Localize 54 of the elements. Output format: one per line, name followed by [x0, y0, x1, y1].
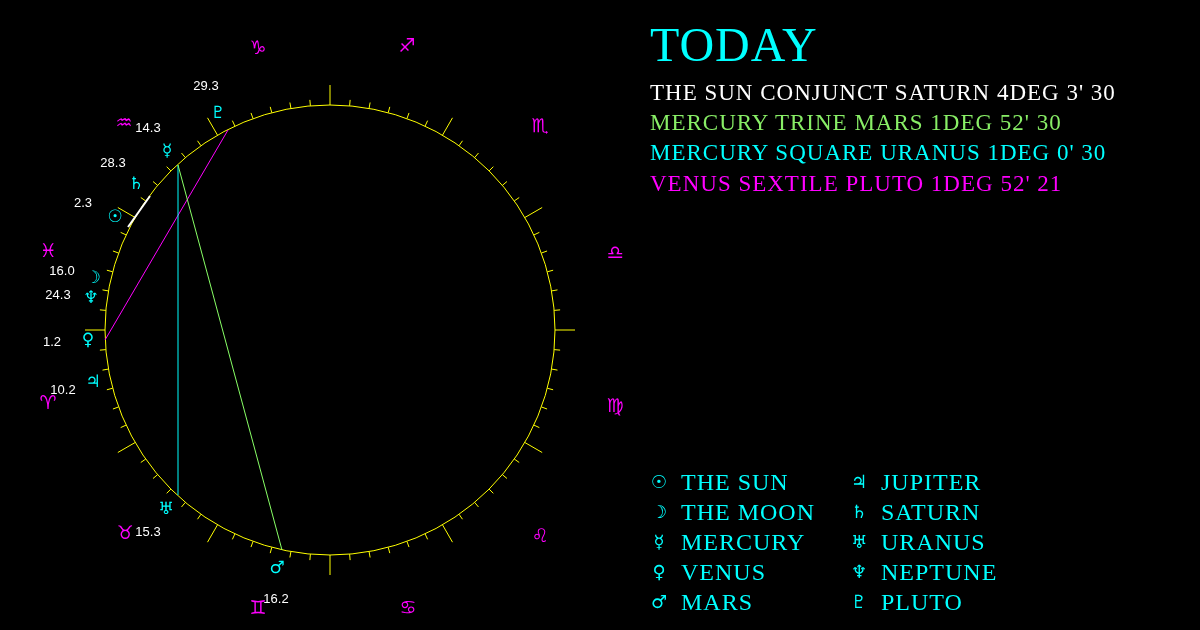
planet-symbol: ♅	[158, 499, 174, 517]
title: TODAY	[650, 21, 818, 69]
legend-symbol: ♃	[850, 473, 868, 491]
legend-text: VENUS	[681, 560, 766, 584]
degree-label: 16.0	[49, 263, 75, 277]
legend-text: THE MOON	[681, 500, 815, 524]
zodiac-symbol: ♐	[398, 35, 416, 55]
zodiac-symbol: ♎	[606, 242, 624, 262]
legend-text: MERCURY	[681, 530, 806, 554]
legend-text: SATURN	[881, 500, 981, 524]
legend-text: URANUS	[881, 530, 986, 554]
degree-label: 28.3	[100, 155, 126, 169]
legend-text: THE SUN	[681, 470, 789, 494]
zodiac-symbol: ♒	[115, 112, 133, 132]
degree-label: 16.2	[263, 591, 289, 605]
legend-symbol: ☽	[650, 503, 668, 521]
zodiac-symbol: ♍	[606, 395, 624, 415]
aspect-text: THE SUN CONJUNCT SATURN 4DEG 3' 30	[650, 80, 1116, 104]
legend-symbol: ♇	[850, 593, 868, 611]
zodiac-symbol: ♌	[531, 525, 549, 545]
zodiac-symbol: ♉	[116, 522, 134, 542]
planet-symbol: ☽	[85, 268, 101, 286]
legend-symbol: ♅	[850, 533, 868, 551]
legend-symbol: ♄	[850, 503, 868, 521]
planet-symbol: ♃	[85, 372, 101, 390]
legend-text: PLUTO	[881, 590, 963, 614]
zodiac-symbol: ♑	[249, 37, 267, 57]
legend-symbol: ♆	[850, 563, 868, 581]
legend-text: MARS	[681, 590, 754, 614]
degree-label: 1.2	[42, 334, 62, 348]
legend-symbol: ☿	[653, 533, 665, 551]
zodiac-symbol: ♋	[399, 597, 417, 617]
planet-symbol: ♇	[210, 103, 226, 121]
legend-symbol: ♂	[650, 593, 668, 611]
zodiac-symbol: ♏	[531, 115, 549, 135]
legend-symbol: ☉	[650, 473, 668, 491]
aspect-text: MERCURY SQUARE URANUS 1DEG 0' 30	[650, 140, 1107, 164]
planet-symbol: ♂	[269, 558, 285, 576]
planet-symbol: ☉	[107, 207, 123, 225]
zodiac-symbol: ♓	[39, 240, 57, 260]
degree-label: 24.3	[45, 287, 71, 301]
degree-label: 29.3	[193, 78, 219, 92]
degree-label: 2.3	[73, 195, 93, 209]
planet-symbol: ♀	[81, 330, 95, 348]
planet-symbol: ☿	[161, 141, 173, 159]
degree-label: 15.3	[135, 524, 161, 538]
aspect-text: VENUS SEXTILE PLUTO 1DEG 52' 21	[650, 171, 1063, 195]
aspect-text: MERCURY TRINE MARS 1DEG 52' 30	[650, 110, 1062, 134]
legend-symbol: ♀	[652, 563, 666, 581]
legend-text: NEPTUNE	[881, 560, 998, 584]
planet-symbol: ♆	[83, 288, 99, 306]
legend-text: JUPITER	[881, 470, 982, 494]
planet-symbol: ♄	[128, 174, 144, 192]
degree-label: 14.3	[135, 120, 161, 134]
